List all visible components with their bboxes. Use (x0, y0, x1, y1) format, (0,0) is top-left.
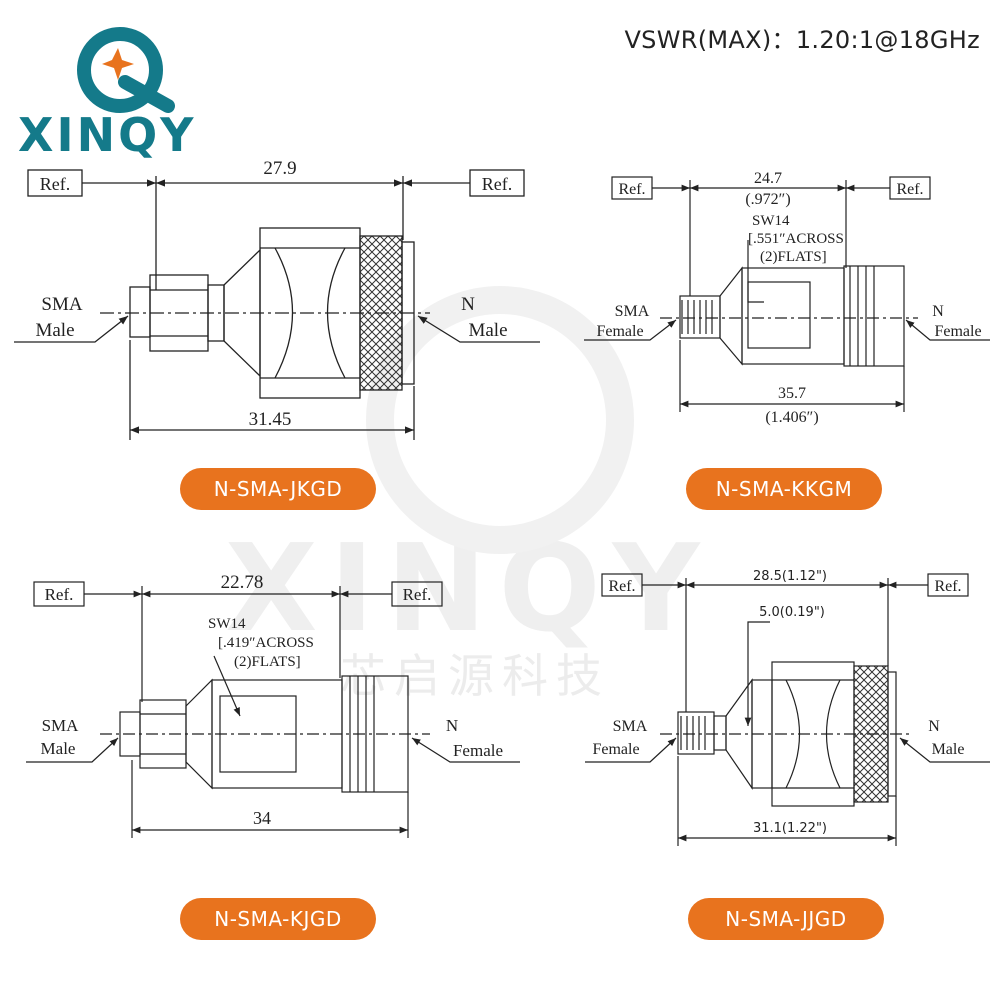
logo-text: XINQY (18, 108, 197, 162)
ref-label-right: Ref. (934, 578, 961, 595)
diagram-kjgd-text: Ref. Ref. 22.78 SW14 [.419″ACROSS (2)FLA… (41, 572, 503, 828)
logo-mark (77, 27, 175, 113)
left-label-2: Female (596, 323, 643, 340)
diagram-jjgd (585, 573, 990, 846)
dim-top: 22.78 (221, 572, 264, 593)
vswr-spec: VSWR(MAX)：1.20:1@18GHz (624, 26, 980, 54)
diagram-kkgm (584, 176, 990, 412)
left-label-1: SMA (613, 718, 648, 735)
diagram-jkgd (14, 169, 540, 440)
sw-line-2: [.419″ACROSS (218, 635, 314, 651)
dim-bottom: 31.1(1.22") (753, 821, 827, 836)
dim-top: 24.7 (754, 170, 782, 187)
model-badge-jkgd: N-SMA-JKGD (180, 468, 376, 510)
diagram-kjgd (26, 581, 520, 838)
dim-bottom: 34 (253, 808, 271, 828)
ref-label-right: Ref. (896, 181, 923, 198)
diagram-kkgm-text: Ref. Ref. 24.7 (.972″) SW14 [.551″ACROSS… (596, 170, 981, 426)
diagram-jkgd-text: Ref. Ref. 27.9 31.45 SMA Male N Male (35, 158, 512, 430)
sw-line-3: (2)FLATS] (234, 654, 301, 670)
right-label-1: N (461, 294, 475, 315)
ref-label-right: Ref. (403, 585, 432, 604)
right-label-1: N (928, 718, 940, 735)
left-label-1: SMA (41, 294, 82, 315)
right-label-2: Male (932, 741, 965, 758)
right-label-2: Male (468, 320, 507, 341)
left-label-1: SMA (615, 303, 650, 320)
right-label-2: Female (453, 741, 503, 760)
sw-line-1: SW14 (208, 616, 246, 632)
left-label-2: Male (35, 320, 74, 341)
dim-bottom: 31.45 (249, 409, 292, 430)
sw-line-3: (2)FLATS] (760, 249, 827, 265)
ref-label-left: Ref. (618, 181, 645, 198)
dim-hex: 5.0(0.19") (759, 605, 825, 620)
left-label-1: SMA (42, 716, 80, 735)
dim-bottom: 35.7 (778, 385, 806, 402)
left-label-2: Male (41, 739, 76, 758)
ref-label-left: Ref. (45, 585, 74, 604)
sw-line-1: SW14 (752, 213, 790, 229)
model-badge-kjgd: N-SMA-KJGD (180, 898, 376, 940)
sw-line-2: [.551″ACROSS (748, 231, 844, 247)
right-label-1: N (932, 303, 944, 320)
ref-label-left: Ref. (40, 174, 71, 194)
dim-bottom-in: (1.406″) (765, 409, 818, 426)
right-label-2: Female (934, 323, 981, 340)
dim-top-in: (.972″) (745, 191, 790, 208)
left-label-2: Female (592, 741, 639, 758)
model-badge-jjgd: N-SMA-JJGD (688, 898, 884, 940)
dim-top: 28.5(1.12") (753, 569, 827, 584)
ref-label-left: Ref. (608, 578, 635, 595)
diagram-jjgd-text: Ref. Ref. 28.5(1.12") 5.0(0.19") SMA Fem… (592, 569, 964, 836)
model-badge-kkgm: N-SMA-KKGM (686, 468, 882, 510)
watermark-ring (366, 286, 634, 554)
right-label-1: N (446, 716, 458, 735)
ref-label-right: Ref. (482, 174, 513, 194)
dim-top: 27.9 (263, 158, 296, 179)
